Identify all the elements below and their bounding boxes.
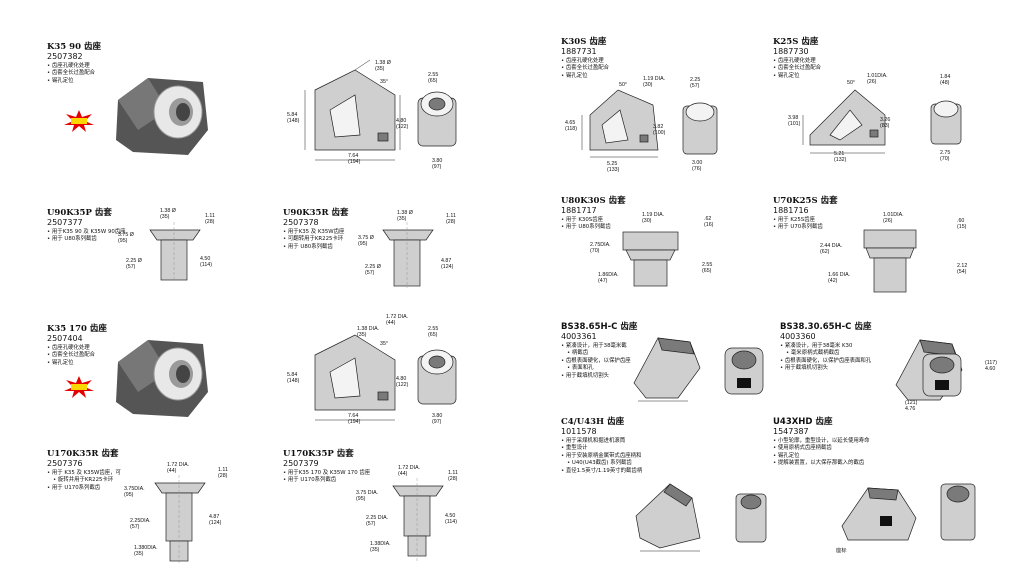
- holder-side-drawing: [841, 487, 917, 541]
- holder-front-drawing: [417, 349, 457, 405]
- new-badge-icon: [64, 376, 94, 398]
- product-k30s: K30S齿座 1887731 齿座孔硬化处理 齿套全长过盈配合 锡孔定位: [561, 37, 609, 80]
- product-bs38-30-65h-c: BS38.30.65H-C齿座 4003360 紧凑设计，用于38毫米 K30 …: [780, 322, 871, 373]
- holder-side-drawing: [314, 334, 396, 421]
- product-bs38-65h-c: BS38.65H-C齿座 4003361 紧凑设计，用于38毫米截 柄截齿 齿根…: [561, 322, 637, 380]
- holder-photo: [116, 340, 208, 417]
- holder-photo: [116, 78, 208, 155]
- note-label: 座标: [836, 548, 847, 554]
- holder-side-drawing: [581, 89, 659, 158]
- feature-list: 齿座孔硬化处理 齿套全长过盈配合 锡孔定位: [47, 63, 101, 85]
- holder-front-drawing: [724, 347, 764, 395]
- holder-side-drawing: [635, 483, 701, 552]
- holder-front-drawing: [930, 100, 962, 145]
- product-k35-90: K35 90齿座 2507382 齿座孔硬化处理 齿套全长过盈配合 锡孔定位: [47, 42, 101, 85]
- holder-front-drawing: [682, 102, 718, 155]
- sleeve-drawing: [154, 475, 206, 565]
- part-number: 2507382: [47, 52, 83, 61]
- dim-width: 7.64(194): [348, 153, 361, 165]
- holder-front-drawing: [417, 91, 457, 147]
- holder-front-drawing: [735, 493, 767, 543]
- sleeve-drawing: [382, 222, 434, 288]
- holder-front-drawing: [940, 483, 976, 541]
- dim-angle: 35°: [380, 79, 389, 85]
- new-badge-icon: [64, 110, 94, 132]
- holder-front-drawing: [922, 353, 962, 397]
- dim-height: 5.84(148): [287, 112, 300, 124]
- product-k25s: K25S齿座 1887730 齿座孔硬化处理 齿套全长过盈配合 锡孔定位: [773, 37, 821, 80]
- dim-height-2: 4.80(122): [396, 118, 409, 130]
- holder-side-drawing: [304, 59, 401, 161]
- dim-top-width: 2.55(65): [428, 72, 439, 84]
- sleeve-drawing: [863, 229, 917, 293]
- holder-side-drawing: [633, 337, 701, 402]
- holder-side-drawing: [802, 89, 886, 154]
- sleeve-drawing: [149, 222, 201, 282]
- dim-base-width: 3.80(97): [432, 158, 443, 170]
- sleeve-drawing: [622, 231, 679, 287]
- dim-hole: 1.38 Ø(35): [375, 60, 391, 72]
- sleeve-drawing: [392, 478, 444, 563]
